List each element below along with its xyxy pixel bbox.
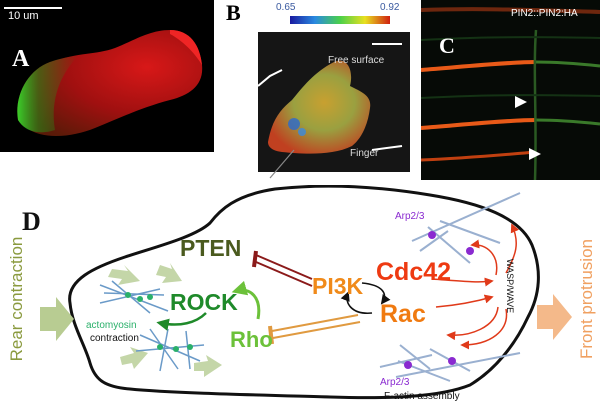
arp-top-label: Arp2/3 — [395, 211, 425, 222]
panel-c-letter: C — [439, 33, 455, 58]
colorbar-max: 0.92 — [380, 2, 400, 13]
arp-bottom-label: Arp2/3 — [380, 377, 410, 388]
arp-network-top — [411, 192, 521, 264]
panel-b-cell — [268, 60, 371, 154]
front-protrusion-label: Front protrusion — [577, 239, 596, 359]
front-protrusion-arrow — [537, 294, 572, 340]
colorbar — [290, 16, 390, 24]
finger-pointer — [269, 149, 295, 179]
panel-d-signaling-diagram: D Rear contraction Front protrusion PTEN… — [0, 185, 600, 410]
rac-to-wasp-arrow — [435, 294, 494, 308]
wasp-to-arp-bottom-arrow-2 — [446, 306, 499, 341]
pten-node: PTEN — [180, 235, 242, 261]
pi3k-to-rac-arrow — [361, 282, 391, 305]
wasp-wave-label: WASP/WAVE — [505, 258, 515, 314]
arrowhead-1 — [515, 96, 527, 108]
cdc42-node: Cdc42 — [376, 258, 452, 286]
panel-b-ratio-image: B 0.65 0.92 Free surface Finger — [222, 0, 414, 182]
cell-outline — [68, 185, 540, 400]
pten-inhibits-pi3k — [252, 250, 313, 287]
panel-a-micrograph: 10 um A — [0, 0, 214, 152]
rac-inhibits-rho — [268, 314, 361, 345]
contraction-arrow-4 — [194, 355, 222, 377]
wasp-to-arp-bottom-arrow — [460, 308, 508, 350]
contraction-arrow-3 — [120, 347, 148, 369]
finger-label: Finger — [350, 148, 379, 159]
arrowhead-2 — [529, 148, 541, 160]
rear-contraction-arrow — [40, 297, 74, 341]
panel-a-letter: A — [12, 46, 30, 72]
panel-a-image — [0, 0, 214, 152]
rac-to-pi3k-arrow — [340, 291, 373, 314]
contraction-label: contraction — [90, 333, 139, 344]
panel-b-letter: B — [226, 0, 241, 25]
cdc42-to-wasp-arrow — [431, 277, 494, 287]
wasp-to-arp-top-arrow — [470, 239, 498, 276]
panel-a-scale-label: 10 um — [8, 10, 39, 22]
rho-to-rock-arrow — [231, 280, 261, 320]
panel-d-diagram — [40, 185, 572, 400]
pi3k-node: PI3K — [312, 273, 364, 299]
panel-d-letter: D — [22, 207, 41, 236]
actomyosin-bundle-lower — [135, 328, 205, 372]
rac-node: Rac — [380, 300, 426, 328]
panel-c-construct-label: PIN2::PIN2:HA — [511, 8, 578, 19]
arp-network-bottom — [379, 344, 521, 382]
panel-c-image — [421, 0, 600, 180]
contraction-arrow-2 — [156, 263, 182, 283]
cell-body — [17, 30, 203, 137]
free-surface-label: Free surface — [328, 55, 385, 66]
contraction-arrow-1 — [108, 265, 140, 285]
rock-node: ROCK — [170, 289, 238, 315]
rock-to-actomyosin-arrow — [156, 312, 207, 331]
rear-contraction-label: Rear contraction — [7, 236, 26, 362]
panel-c-root-cells: PIN2::PIN2:HA C — [421, 0, 600, 180]
colorbar-min: 0.65 — [276, 2, 296, 13]
actomyosin-bundle-upper — [99, 280, 169, 314]
wasp-to-arp-top-arrow-2 — [505, 223, 520, 274]
actomyosin-label: actomyosin — [86, 320, 137, 331]
rho-node: Rho — [230, 327, 273, 352]
cell-green-edge — [17, 56, 78, 133]
factin-label: F-actin assembly — [384, 391, 460, 402]
panel-b-image — [257, 16, 410, 179]
